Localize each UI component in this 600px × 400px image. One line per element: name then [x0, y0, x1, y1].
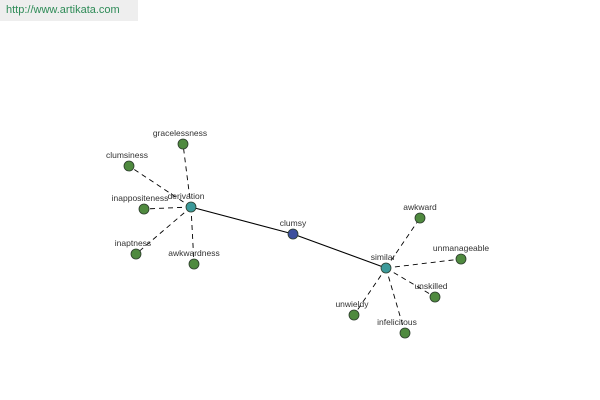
node-unmanageable[interactable] — [455, 253, 467, 265]
watermark: http://www.artikata.com — [0, 0, 138, 21]
node-similar[interactable] — [380, 262, 392, 274]
edge-clumsy-similar — [292, 233, 387, 269]
node-label-derivation: derivation — [168, 191, 205, 201]
edge-derivation-awkwardness — [190, 206, 195, 265]
node-derivation[interactable] — [185, 201, 197, 213]
node-label-gracelessness: gracelessness — [153, 128, 207, 138]
node-infelicitous[interactable] — [399, 327, 411, 339]
edge-similar-unskilled — [385, 267, 436, 298]
node-label-similar: similar — [371, 252, 396, 262]
node-label-unskilled: unskilled — [414, 281, 447, 291]
node-label-clumsiness: clumsiness — [106, 150, 148, 160]
node-label-inappositeness: inappositeness — [112, 193, 169, 203]
node-clumsiness[interactable] — [123, 160, 135, 172]
edge-derivation-inappositeness — [143, 206, 192, 210]
node-gracelessness[interactable] — [177, 138, 189, 150]
edge-derivation-gracelessness — [182, 143, 192, 208]
nodes-layer — [123, 138, 467, 339]
node-label-awkward: awkward — [403, 202, 437, 212]
node-label-awkwardness: awkwardness — [168, 248, 220, 258]
node-label-unmanageable: unmanageable — [433, 243, 490, 253]
node-label-clumsy: clumsy — [280, 218, 307, 228]
node-label-infelicitous: infelicitous — [377, 317, 417, 327]
node-inappositeness[interactable] — [138, 203, 150, 215]
labels-layer: clumsy derivation similar gracelessness clum… — [106, 128, 489, 327]
edge-clumsy-derivation — [190, 206, 294, 235]
watermark-link[interactable]: http://www.artikata.com — [6, 4, 120, 16]
edge-similar-unmanageable — [385, 258, 462, 269]
node-awkwardness[interactable] — [188, 258, 200, 270]
node-label-inaptness: inaptness — [115, 238, 151, 248]
node-inaptness[interactable] — [130, 248, 142, 260]
node-awkward[interactable] — [414, 212, 426, 224]
node-clumsy[interactable] — [287, 228, 299, 240]
edge-similar-unwieldy — [353, 267, 387, 316]
edge-derivation-clumsiness — [128, 165, 192, 208]
edge-derivation-inaptness — [135, 206, 192, 255]
edges-layer — [128, 143, 462, 334]
edge-similar-awkward — [385, 217, 421, 269]
node-label-unwieldy: unwieldy — [335, 299, 369, 309]
node-unwieldy[interactable] — [348, 309, 360, 321]
node-unskilled[interactable] — [429, 291, 441, 303]
edge-similar-infelicitous — [385, 267, 406, 334]
